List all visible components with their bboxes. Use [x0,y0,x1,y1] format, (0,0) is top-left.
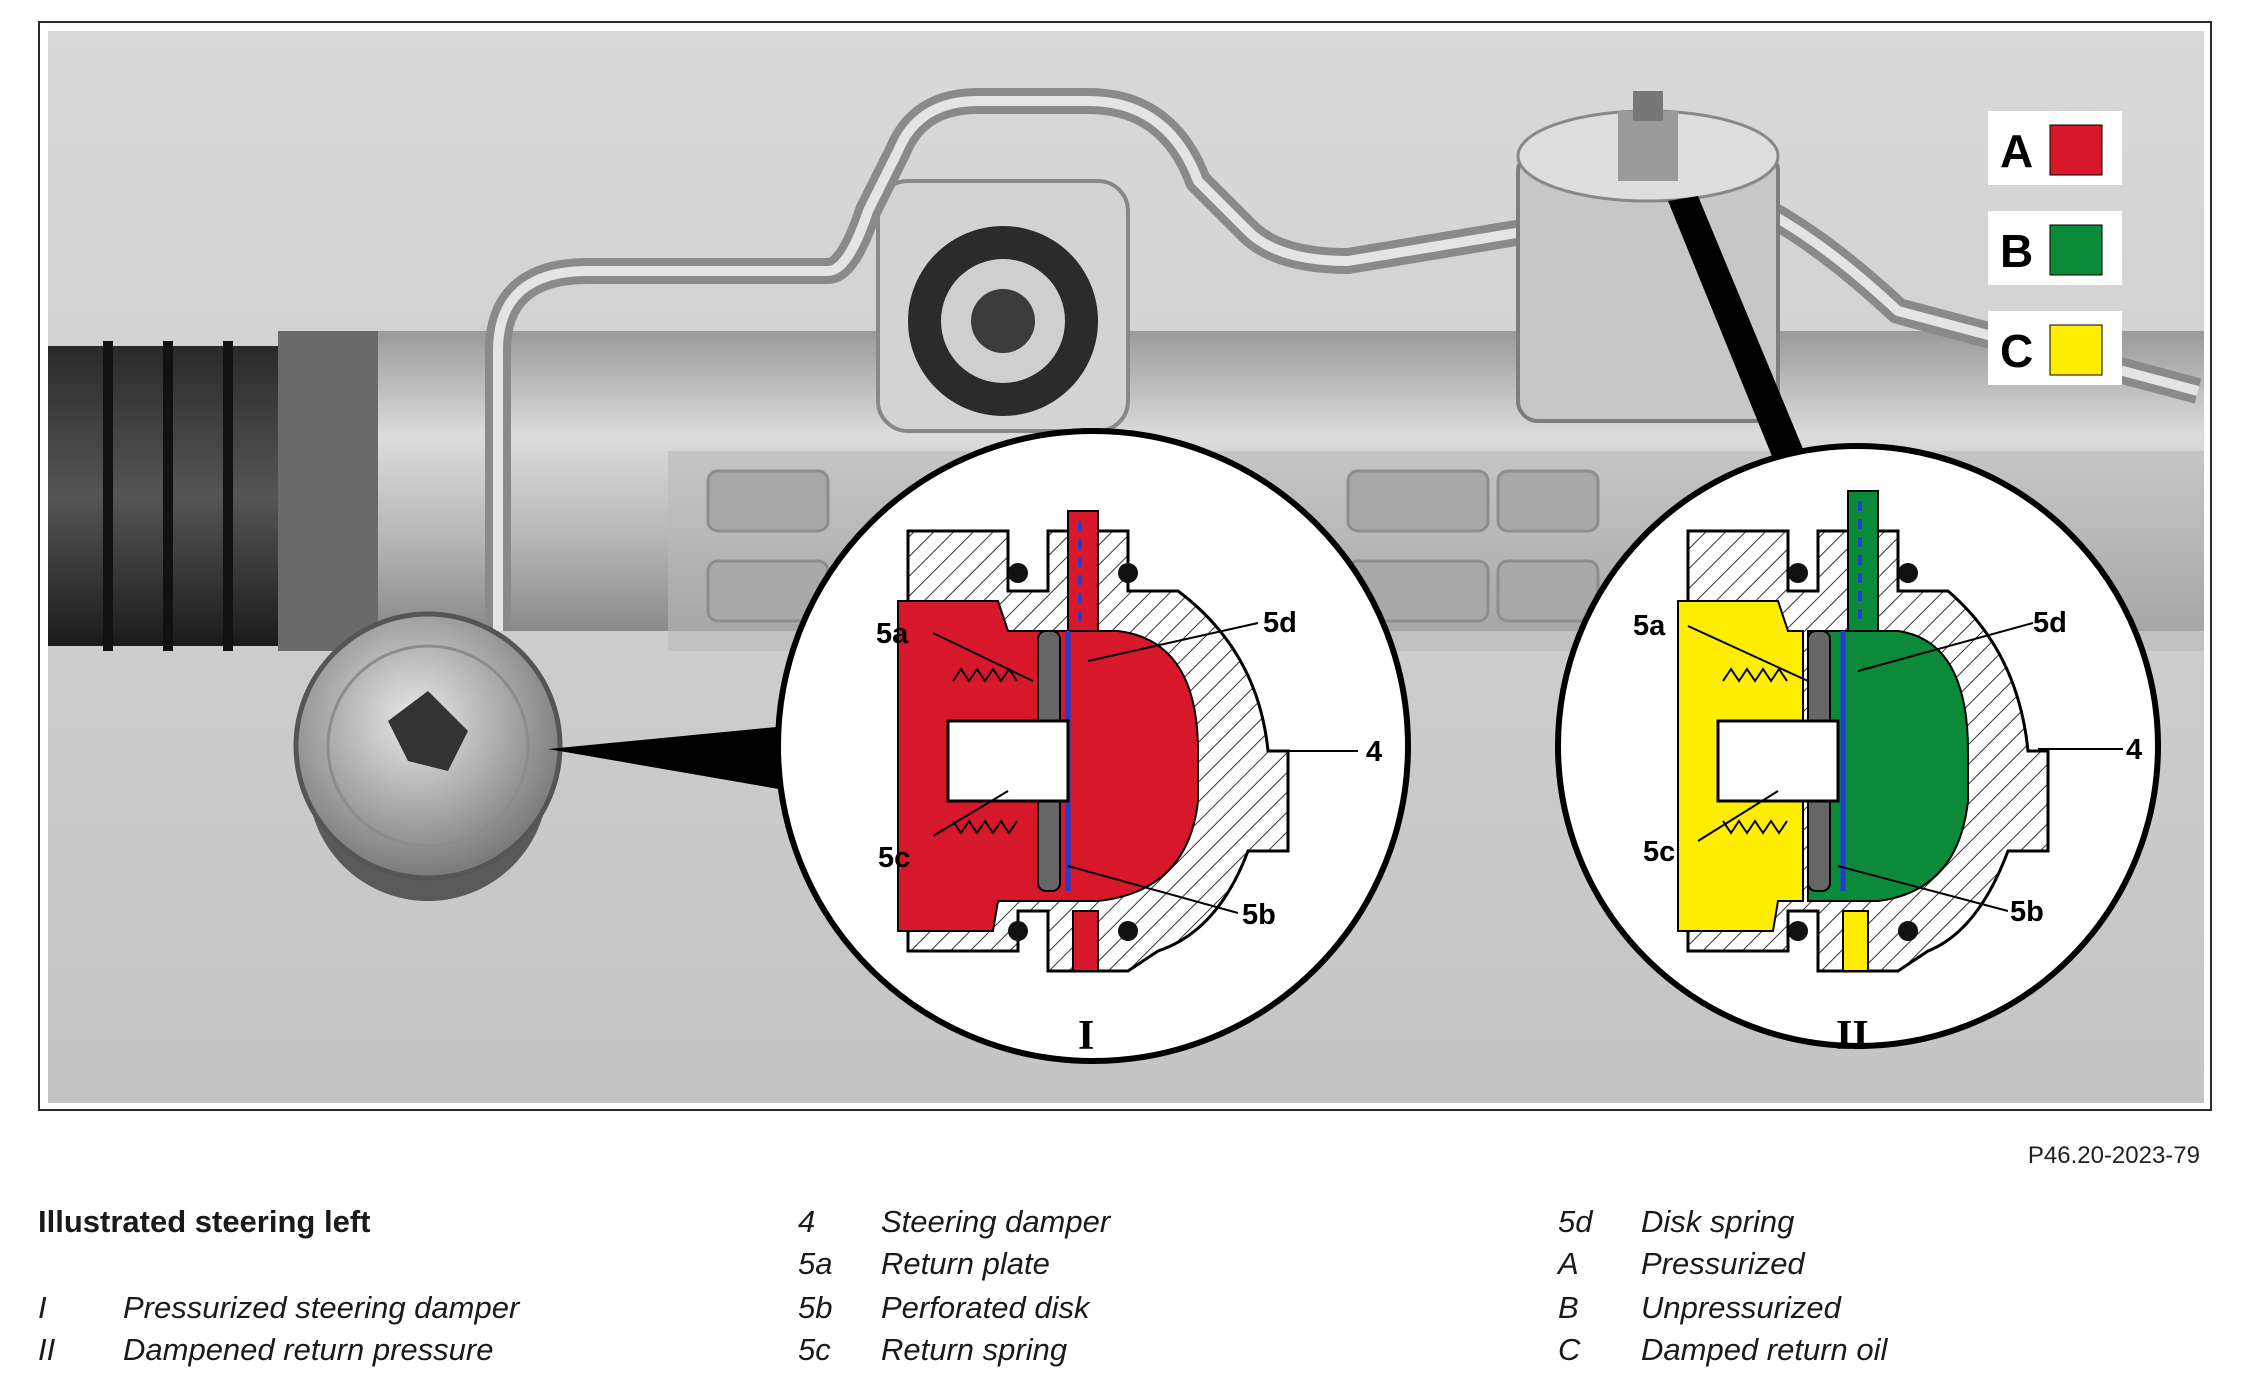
detail-I-label-4: 4 [1366,736,1382,768]
detail-II-numeral: II [1836,1013,1869,1059]
caption-desc: Pressurized [1641,1246,1805,1281]
caption-desc: Pressurized steering damper [123,1290,520,1325]
caption-key: 5b [798,1290,833,1325]
caption-desc: Return spring [881,1332,1068,1367]
caption-desc: Perforated disk [881,1290,1090,1325]
detail-II-label-5c: 5c [1643,836,1675,868]
legend-key-a: A [2000,125,2033,177]
caption-key: 5c [798,1332,831,1367]
detail-I-label-5c: 5c [878,842,910,874]
legend-swatch-b [2049,224,2103,276]
legend-swatch-a [2049,124,2103,176]
caption-desc: Unpressurized [1641,1290,1841,1325]
detail-I-label-5d: 5d [1263,607,1297,639]
detail-I-label-5a: 5a [876,618,909,650]
detail-II: 5a 5d 4 5c 5b II [1555,443,2161,1059]
caption-key: B [1558,1290,1579,1325]
figure-id: P46.20-2023-79 [2027,1142,2200,1169]
caption-key: II [38,1332,56,1367]
caption-key: 5a [798,1246,833,1281]
caption-key: A [1558,1246,1579,1281]
legend-swatch-c [2049,324,2103,376]
caption-key: 4 [798,1204,816,1239]
caption-desc: Return plate [881,1246,1050,1281]
caption-key: C [1558,1332,1581,1367]
steering-rack-photo: 5a 5d 4 5c 5b I 5 [48,31,2204,1103]
caption-desc: Disk spring [1641,1204,1795,1239]
caption-desc: Steering damper [881,1204,1111,1239]
detail-I: 5a 5d 4 5c 5b I [775,428,1411,1064]
caption-desc: Dampened return pressure [123,1332,494,1367]
detail-II-label-5a: 5a [1633,610,1666,642]
figure-frame: 5a 5d 4 5c 5b I 5 [38,21,2212,1111]
detail-II-label-5d: 5d [2033,607,2067,639]
caption-key: I [38,1290,47,1325]
detail-II-label-5b: 5b [2010,896,2044,928]
legend-key-c: C [2000,325,2033,377]
caption-desc: Damped return oil [1641,1332,1888,1367]
caption: Illustrated steering left I Pressurized … [38,1198,2218,1368]
detail-II-label-4: 4 [2126,734,2142,766]
detail-I-label-5b: 5b [1242,899,1276,931]
caption-title: Illustrated steering left [38,1204,371,1239]
detail-I-numeral: I [1078,1013,1094,1059]
legend-key-b: B [2000,225,2033,277]
color-legend: A B C [1988,111,2122,385]
caption-key: 5d [1558,1204,1593,1239]
